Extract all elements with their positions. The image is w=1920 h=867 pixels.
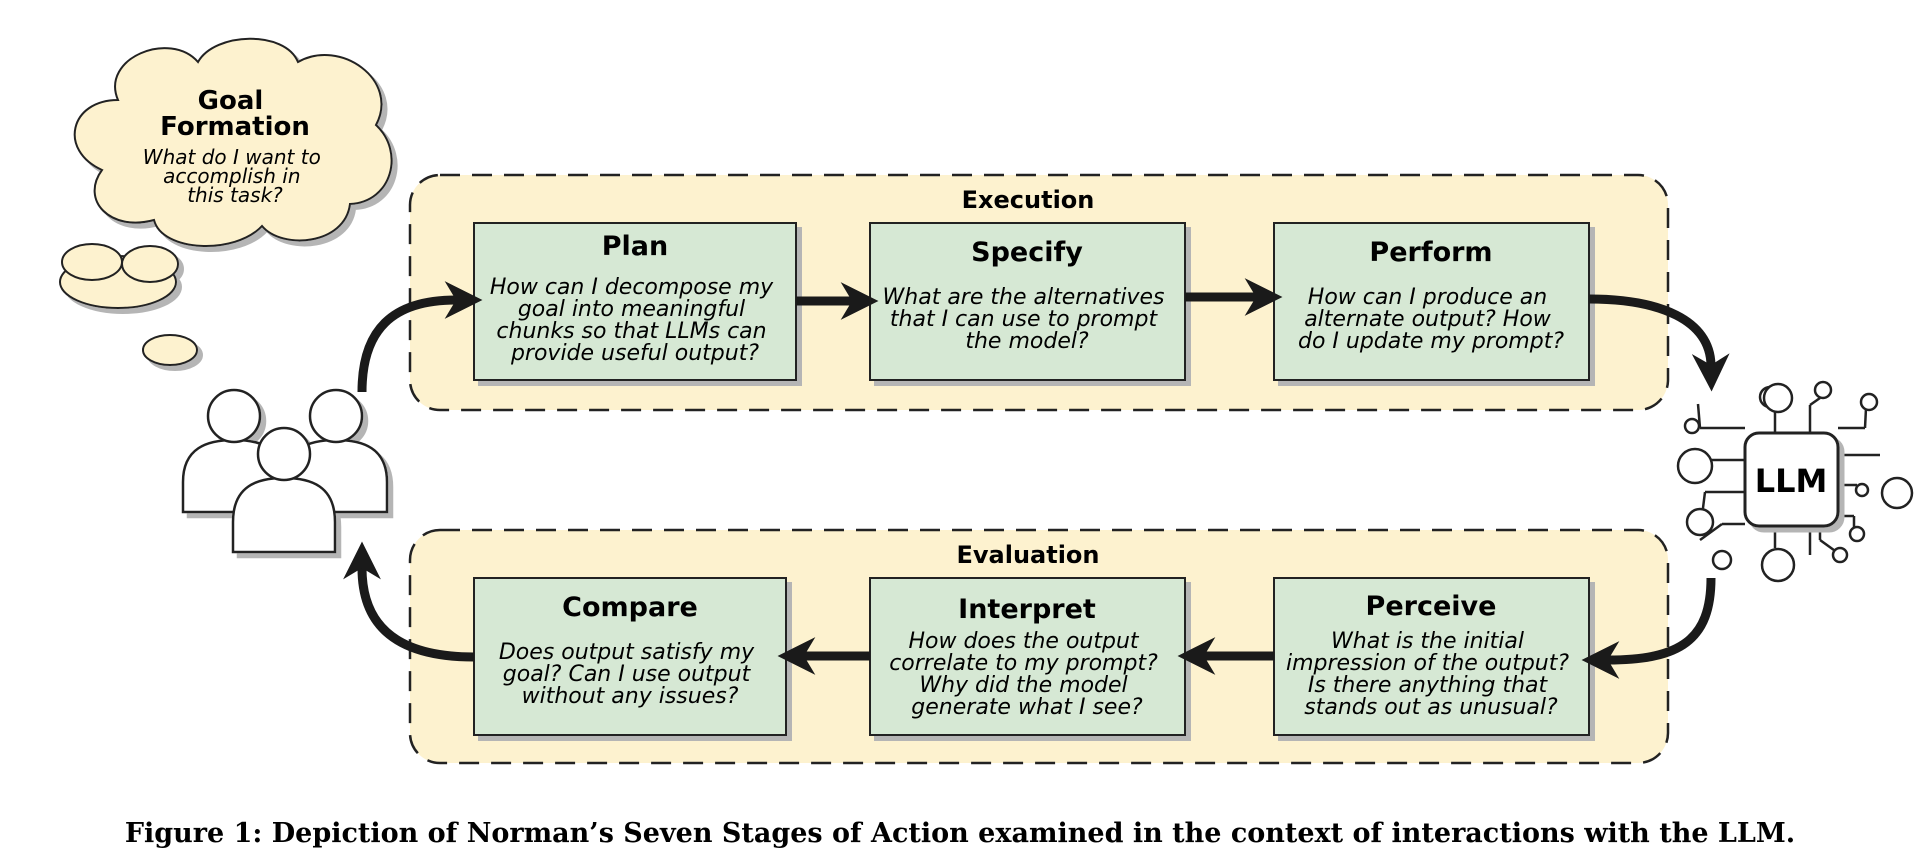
- arrow-perform-to-llm: [1588, 294, 1730, 392]
- stage-interpret: Interpret How does the output correlate …: [869, 577, 1186, 736]
- stage-specify: Specify What are the alternatives that I…: [869, 222, 1186, 381]
- goal-question: What do I want to accomplish in this tas…: [143, 145, 327, 207]
- users-icon: [181, 388, 389, 554]
- stage-question: How can I decompose my goal into meaning…: [490, 275, 780, 366]
- stage-title: Perform: [1369, 237, 1492, 268]
- goal-title: Goal Formation: [160, 86, 310, 142]
- arrow-compare-to-users: [343, 541, 475, 662]
- stage-title: Specify: [971, 237, 1083, 268]
- figure-caption: Figure 1: Depiction of Norman’s Seven St…: [124, 818, 1796, 849]
- stage-plan: Plan How can I decompose my goal into me…: [473, 222, 797, 381]
- stage-question: What are the alternatives that I can use…: [883, 285, 1172, 354]
- stage-title: Plan: [602, 231, 669, 262]
- chip-icon: [1676, 380, 1914, 583]
- arrow-users-to-plan: [357, 281, 483, 393]
- stage-question: Does output satisfy my goal? Can I use o…: [499, 640, 761, 709]
- stage-compare: Compare Does output satisfy my goal? Can…: [473, 577, 787, 736]
- llm-label: LLM: [1755, 462, 1828, 500]
- thought-cloud-icon: [59, 37, 393, 366]
- stage-question: How can I produce an alternate output? H…: [1298, 285, 1564, 354]
- arrow-llm-to-perceive: [1581, 577, 1716, 679]
- stage-perceive: Perceive What is the initial impression …: [1273, 577, 1590, 736]
- stage-title: Perceive: [1366, 591, 1497, 622]
- stage-question: What is the initial impression of the ou…: [1286, 629, 1576, 720]
- stage-title: Interpret: [958, 594, 1096, 625]
- evaluation-title: Evaluation: [956, 541, 1099, 569]
- stage-question: How does the output correlate to my prom…: [889, 629, 1165, 720]
- execution-title: Execution: [962, 186, 1095, 214]
- flow-arrows: [343, 278, 1730, 679]
- stage-perform: Perform How can I produce an alternate o…: [1273, 222, 1590, 381]
- stage-title: Compare: [562, 592, 698, 623]
